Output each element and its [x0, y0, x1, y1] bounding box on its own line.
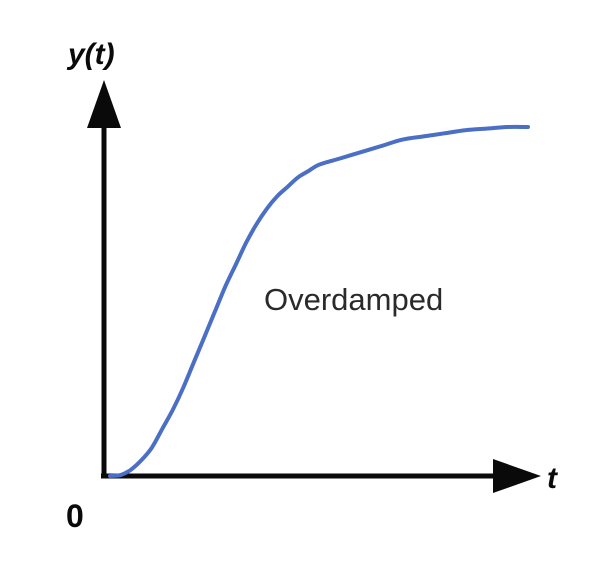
x-axis-arrow-icon	[493, 459, 541, 493]
origin-label: 0	[66, 498, 84, 534]
curve-annotation: Overdamped	[264, 282, 443, 317]
y-axis-arrow-icon	[87, 80, 121, 128]
series-line-overdamped	[108, 124, 530, 478]
y-axis-label: y(t)	[66, 38, 115, 71]
x-axis-label: t	[547, 462, 559, 495]
